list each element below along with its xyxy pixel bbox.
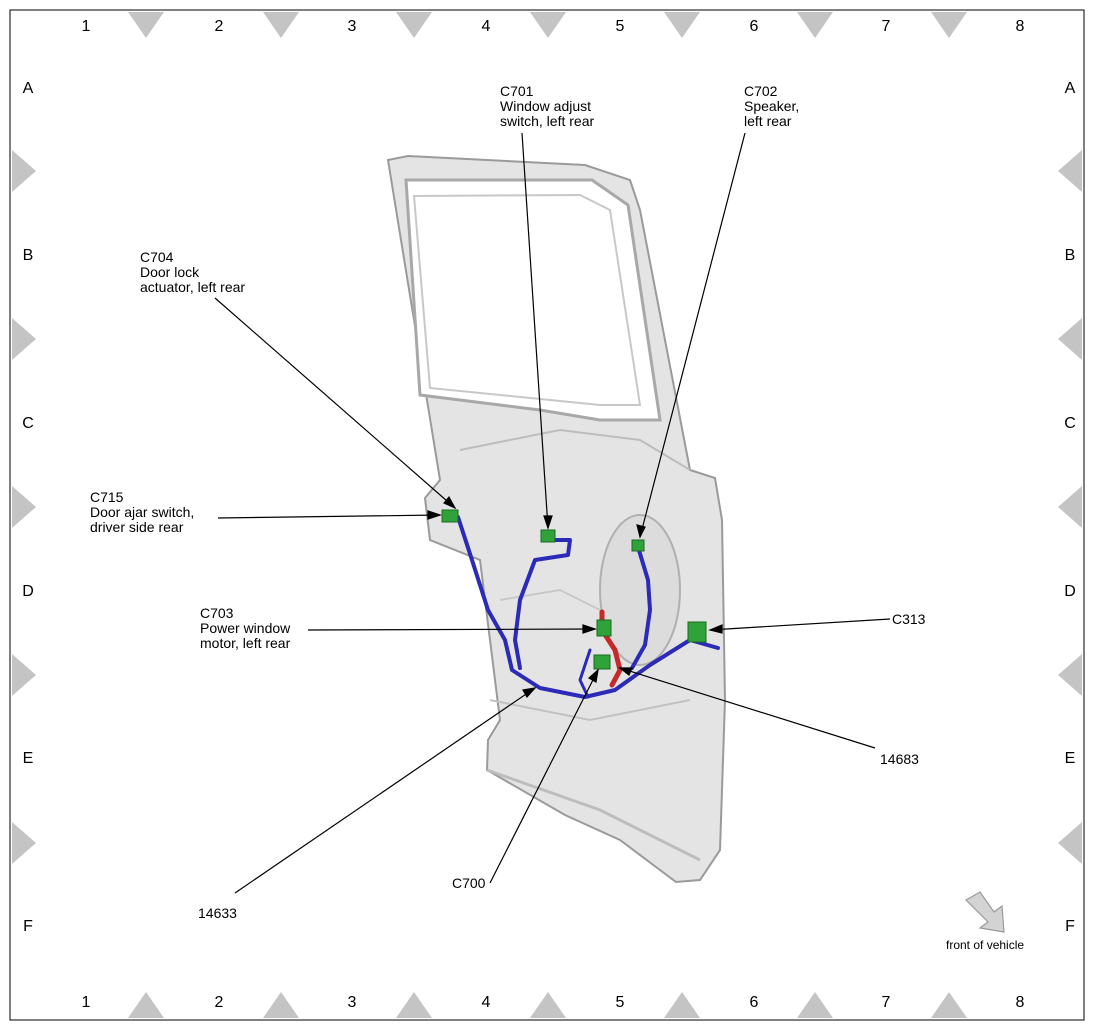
column-label-7-bottom: 7 [881,994,891,1011]
callout-c700: C700 [452,875,486,891]
column-label-2-bottom: 2 [214,994,224,1011]
column-label-6: 6 [749,18,759,35]
callout-c715: C715 Door ajar switch, driver side rear [90,489,195,535]
column-label-3: 3 [347,18,357,35]
arrow-down-right-icon [965,891,1005,933]
column-label-1: 1 [81,18,91,35]
callout-c701: C701 Window adjust switch, left rear [500,83,595,129]
callout-14683: 14683 [880,751,919,767]
callout-14633: 14633 [198,905,237,921]
callout-c703: C703 Power window motor, left rear [200,605,291,651]
column-label-2: 2 [214,18,224,35]
column-label-5-bottom: 5 [615,994,625,1011]
row-label-c-right: C [1064,415,1076,432]
leader-lines [214,132,891,894]
rear-door-panel [386,154,727,884]
column-label-8-bottom: 8 [1015,994,1025,1011]
row-label-b: B [22,247,34,264]
row-label-b-right: B [1064,247,1076,264]
column-label-5: 5 [615,18,625,35]
column-label-3-bottom: 3 [347,994,357,1011]
connector-c700 [593,654,611,670]
row-label-e: E [22,750,34,767]
callout-c702: C702 Speaker, left rear [744,83,800,129]
row-label-a-right: A [1064,80,1076,97]
grid-markers [12,12,1082,1018]
connector-c703 [596,619,612,637]
column-label-7: 7 [881,18,891,35]
row-label-c: C [22,415,34,432]
column-label-1-bottom: 1 [81,994,91,1011]
column-label-4: 4 [481,18,491,35]
connector-c715 [441,509,459,523]
row-label-d-right: D [1064,583,1076,600]
callout-c313: C313 [892,611,926,627]
column-label-6-bottom: 6 [749,994,759,1011]
row-label-f-right: F [1065,918,1075,935]
row-label-e-right: E [1064,750,1076,767]
column-label-4-bottom: 4 [481,994,491,1011]
connectors [441,509,707,670]
connector-c701 [540,529,556,543]
row-label-f: F [23,918,33,935]
column-label-8: 8 [1015,18,1025,35]
diagram-border [9,9,1085,1021]
wiring-harness [456,515,720,699]
connector-c702 [631,539,645,552]
front-of-vehicle-label: front of vehicle [946,938,1025,952]
row-label-a: A [22,80,34,97]
row-label-d: D [22,583,34,600]
callout-c704: C704 Door lock actuator, left rear [140,249,246,295]
connector-c313 [687,621,707,643]
